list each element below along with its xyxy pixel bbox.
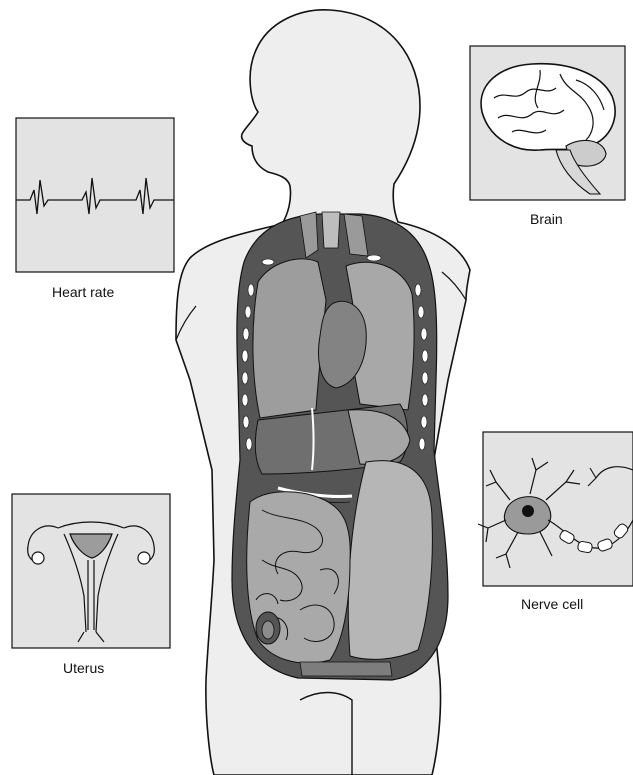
uterus-panel (12, 494, 170, 648)
heart-rate-panel (16, 118, 174, 272)
brain-label: Brain (530, 211, 563, 227)
uterus-label: Uterus (63, 660, 104, 676)
nerve-cell-panel (478, 432, 633, 586)
heart-rate-label: Heart rate (52, 284, 114, 300)
nerve-cell-label: Nerve cell (521, 596, 583, 612)
torso-cavity (232, 212, 448, 680)
brain-panel (470, 46, 625, 200)
